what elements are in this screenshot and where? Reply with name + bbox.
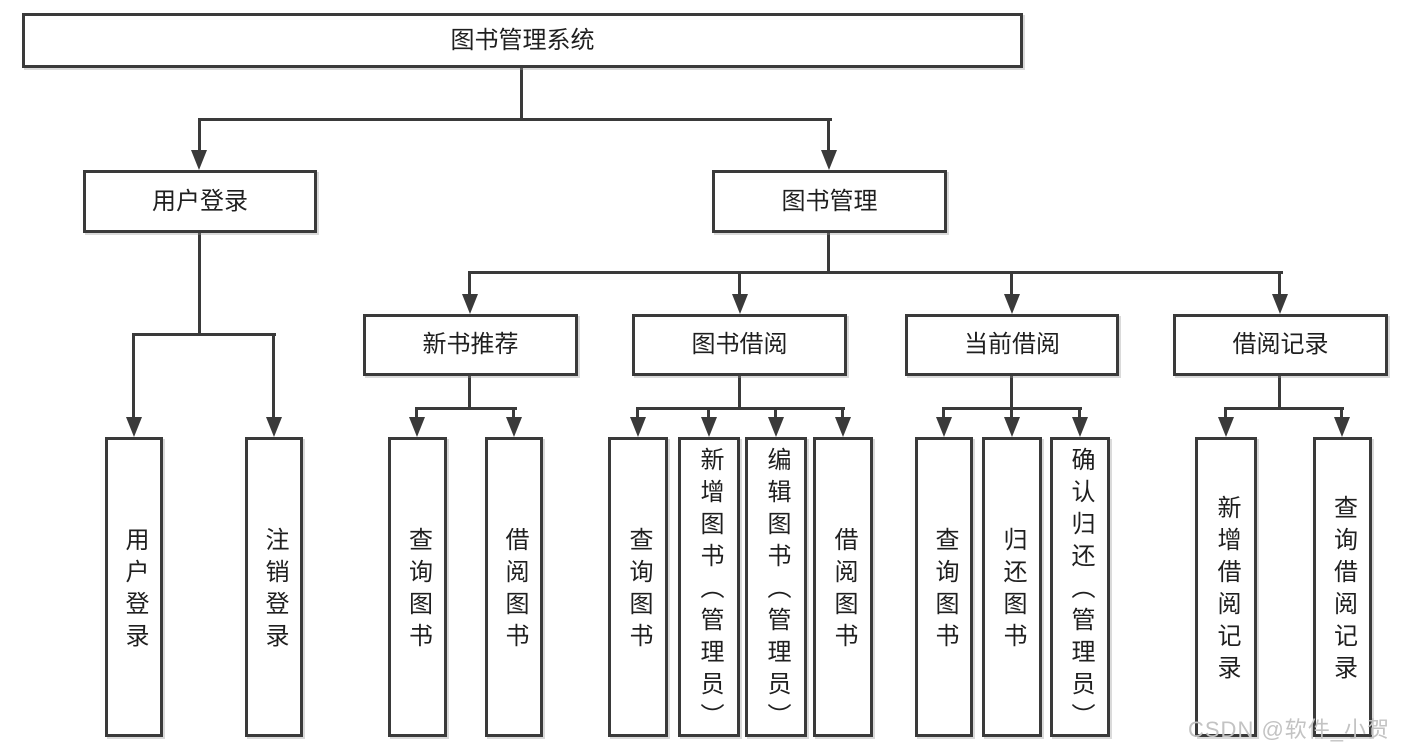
node-label: 编辑图书（管理员） [763,447,790,735]
node-label: 借阅记录 [1232,331,1329,358]
node-leaf-borrow-books: 借阅图书 [813,437,873,737]
arrow-down-icon [126,417,142,437]
connector-stub [272,333,275,421]
node-leaf-user-login: 用户登录 [105,437,163,737]
connector-stub [1340,407,1343,419]
node-label: 归还图书 [999,527,1026,655]
node-label: 查询图书 [931,527,958,655]
node-leaf-return-books: 归还图书 [982,437,1042,737]
connector-stub [738,271,741,298]
node-new-book-recommendation: 新书推荐 [363,314,578,376]
connector-stub [827,118,830,154]
arrow-down-icon [768,417,784,437]
arrow-down-icon [936,417,952,437]
node-user-login: 用户登录 [83,170,317,233]
connector-stub [1010,407,1013,419]
connector-borrow-records-trunk [1278,376,1281,409]
connector-stub [942,407,945,419]
connector-stub [1078,407,1081,419]
connector-stub [198,118,201,154]
node-label: 用户登录 [121,527,148,655]
connector-stub [415,407,418,419]
node-label: 图书管理 [781,187,878,215]
connector-stub [1224,407,1227,419]
connector-stub [636,407,639,419]
node-label: 新增借阅记录 [1213,495,1240,687]
node-leaf-query-borrow-record: 查询借阅记录 [1313,437,1372,737]
connector-root-trunk [520,68,523,120]
watermark: CSDN @软件_小贺同学 [1188,717,1391,742]
connector-level4-horizontal [1224,407,1344,410]
node-leaf-add-book-admin: 新增图书（管理员） [678,437,740,737]
node-leaf-query-books-borrow: 查询图书 [608,437,668,737]
node-label: 用户登录 [152,187,248,215]
arrow-down-icon [462,294,478,314]
arrow-down-icon [191,150,207,170]
node-leaf-borrow-books-recommend: 借阅图书 [485,437,543,737]
arrow-down-icon [821,150,837,170]
connector-level3-horizontal [468,271,1283,274]
connector-stub [1278,271,1281,298]
connector-user-login-trunk [198,233,201,335]
connector-stub [132,333,135,421]
arrow-down-icon [409,417,425,437]
node-leaf-query-books-recommend: 查询图书 [388,437,447,737]
connector-stub [1010,271,1013,298]
connector-level1-horizontal [198,118,832,121]
arrow-down-icon [630,417,646,437]
node-label: 确认归还（管理员） [1067,447,1094,735]
connector-book-mgmt-trunk [827,233,830,273]
node-label: 新增图书（管理员） [696,447,723,735]
connector-book-borrow-trunk [738,376,741,409]
node-book-management: 图书管理 [712,170,947,233]
node-label: 查询借阅记录 [1329,495,1357,687]
node-book-borrowing: 图书借阅 [632,314,847,376]
node-label: 注销登录 [261,527,288,655]
connector-stub [707,407,710,419]
node-label: 查询图书 [404,527,432,655]
node-root: 图书管理系统 [22,13,1023,68]
node-leaf-confirm-return-admin: 确认归还（管理员） [1050,437,1110,737]
node-label: 图书借阅 [691,331,788,358]
node-leaf-add-borrow-record: 新增借阅记录 [1195,437,1257,737]
node-leaf-query-books-current: 查询图书 [915,437,973,737]
arrow-down-icon [1272,294,1288,314]
node-current-borrowing: 当前借阅 [905,314,1119,376]
node-label: 借阅图书 [501,527,528,655]
connector-stub [468,271,471,298]
node-borrowing-records: 借阅记录 [1173,314,1388,376]
node-label: 查询图书 [625,527,652,655]
arrow-down-icon [732,294,748,314]
node-leaf-edit-book-admin: 编辑图书（管理员） [745,437,807,737]
arrow-down-icon [1004,294,1020,314]
node-leaf-logout: 注销登录 [245,437,303,737]
arrow-down-icon [835,417,851,437]
connector-stub [841,407,844,419]
node-label: 借阅图书 [830,527,857,655]
connector-stub [774,407,777,419]
arrow-down-icon [506,417,522,437]
connector-current-borrow-trunk [1010,376,1013,409]
arrow-down-icon [1072,417,1088,437]
arrow-down-icon [1334,417,1350,437]
node-label: 当前借阅 [964,331,1060,358]
arrow-down-icon [701,417,717,437]
connector-new-book-trunk [468,376,471,409]
node-label: 新书推荐 [422,331,519,358]
connector-level4-horizontal [415,407,517,410]
connector-level4-horizontal [636,407,845,410]
node-label: 图书管理系统 [450,26,595,54]
connector-stub [512,407,515,419]
connector-user-login-horizontal [132,333,276,336]
arrow-down-icon [1218,417,1234,437]
arrow-down-icon [266,417,282,437]
arrow-down-icon [1004,417,1020,437]
